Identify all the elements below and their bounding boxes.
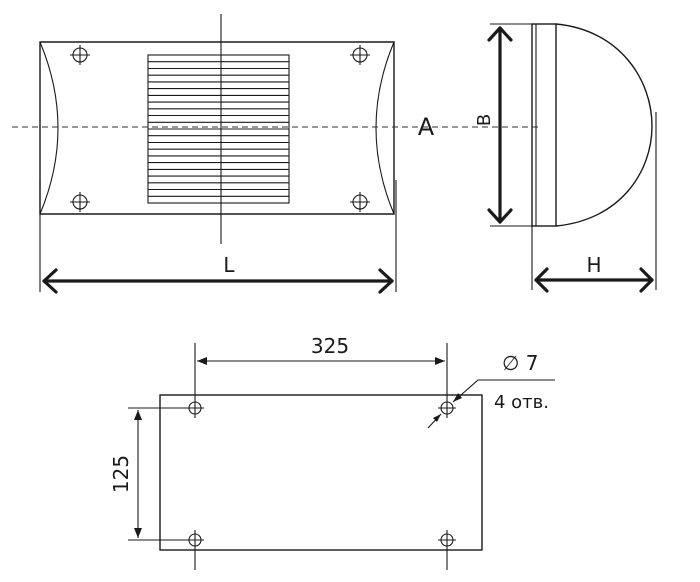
plan-hole-top-right xyxy=(438,343,456,418)
front-hole-top-left xyxy=(70,45,90,65)
hole-diameter-label: ∅ 7 xyxy=(502,351,539,375)
plan-hole-bottom-left xyxy=(128,530,204,570)
side-dome xyxy=(555,23,653,227)
dim-b-arrow-top xyxy=(487,26,513,42)
mounting-plate-outline xyxy=(159,394,483,551)
dim-l-arrow-left xyxy=(42,268,58,294)
dim-l-arrow-right xyxy=(378,268,394,294)
front-hole-bottom-left xyxy=(70,192,90,212)
dim-l-label: L xyxy=(223,253,235,277)
dim-b-arrow-bottom xyxy=(487,208,513,224)
dim-h-arrow-left xyxy=(534,267,549,293)
front-hole-bottom-right xyxy=(350,192,370,212)
hole-leader-arrow-bottom xyxy=(433,414,441,422)
side-view: B H xyxy=(474,23,657,293)
dim-h-label: H xyxy=(586,253,601,277)
hole-count-label: 4 отв. xyxy=(494,392,549,413)
axis-a-label: A xyxy=(418,113,435,141)
front-left-cap-curve xyxy=(39,41,59,215)
mounting-plan: 325 125 ∅ 7 4 отв. xyxy=(109,334,555,570)
dim-325-arrow-left xyxy=(197,357,207,365)
dim-b-label: B xyxy=(474,114,495,126)
front-right-cap-curve xyxy=(375,41,395,215)
plan-hole-top-left xyxy=(186,343,204,418)
dim-325-arrow-right xyxy=(435,357,445,365)
dim-125-label: 125 xyxy=(109,455,133,493)
plan-hole-bottom-right xyxy=(438,530,456,570)
dim-125-arrow-top xyxy=(134,410,142,420)
front-view: L A xyxy=(12,14,540,294)
hole-leader-arrow-top xyxy=(453,393,462,402)
dim-125-arrow-bottom xyxy=(134,528,142,538)
side-mounting-plate xyxy=(531,23,557,227)
front-housing-outline xyxy=(39,41,395,215)
front-hole-top-right xyxy=(350,45,370,65)
hole-leader-line xyxy=(452,379,555,403)
dim-325-label: 325 xyxy=(311,334,349,358)
dim-h-arrow-right xyxy=(639,267,654,293)
grille-slats xyxy=(148,61,289,197)
